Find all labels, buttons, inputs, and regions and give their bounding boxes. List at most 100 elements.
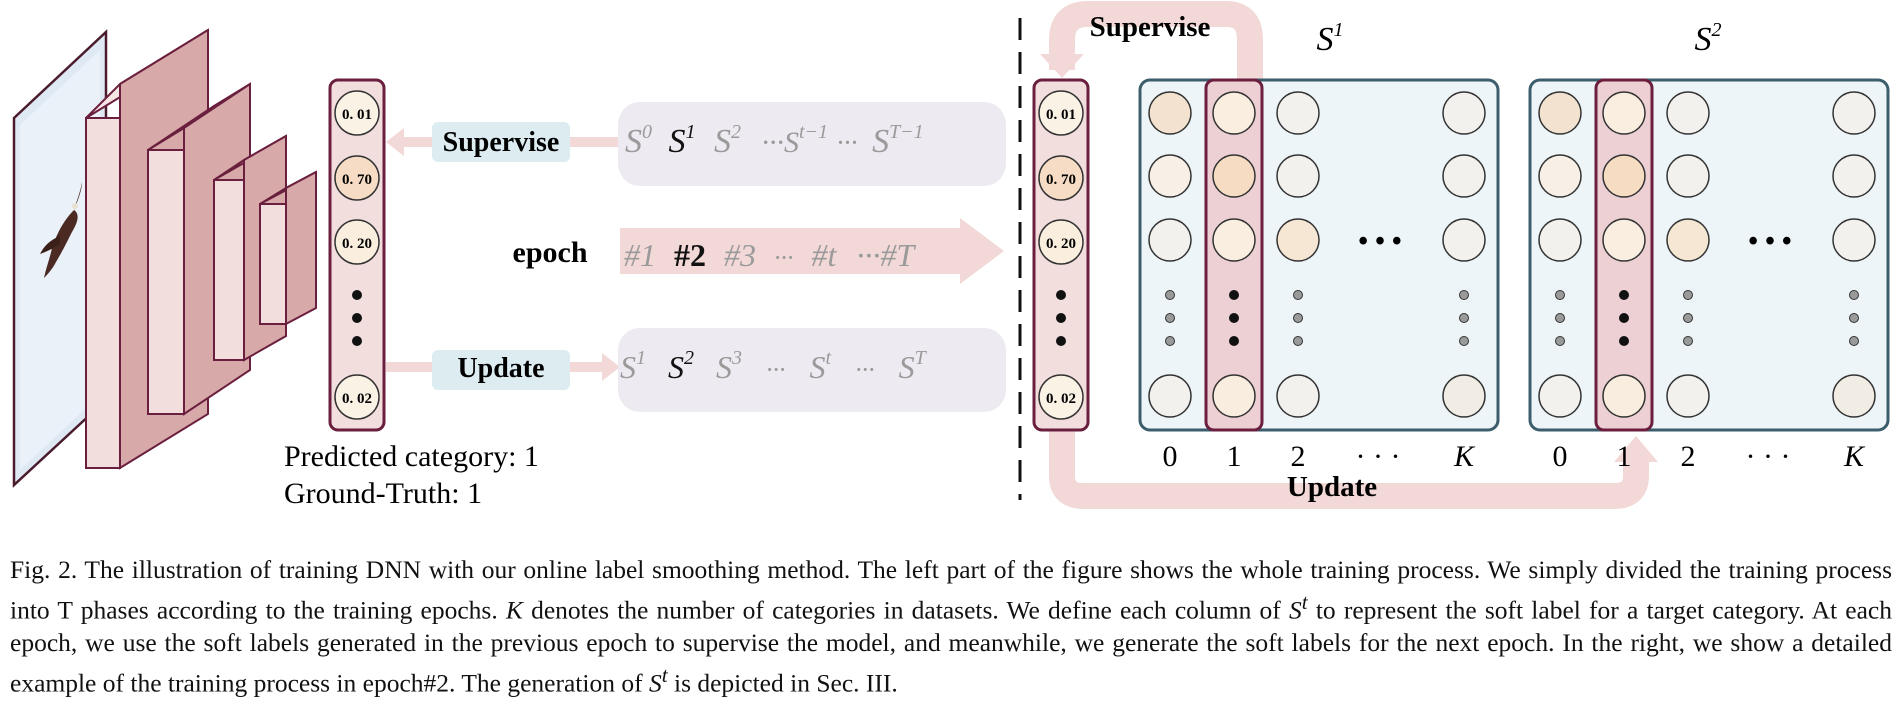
matrix-s1-cell: [1276, 154, 1320, 198]
matrix-s2-dot: [1555, 336, 1565, 346]
left-output-node-value: 0. 01: [342, 107, 372, 123]
svg-text:Update: Update: [1287, 471, 1377, 503]
matrix-s1-cell: [1212, 154, 1256, 198]
epoch-label: epoch: [513, 236, 588, 269]
left-update-label: Update: [432, 350, 570, 390]
svg-text:1: 1: [1227, 440, 1242, 473]
matrix-s1-cell: [1148, 218, 1192, 262]
matrix-s2-cell: [1666, 374, 1710, 418]
matrix-s1-dot: [1229, 290, 1239, 300]
svg-text:S1: S1: [1317, 19, 1344, 58]
matrix-s1-dot: [1459, 336, 1469, 346]
right-output-node-value: 0. 01: [1046, 107, 1076, 123]
matrix-s2-cell: [1538, 154, 1582, 198]
matrix-s2-dot: [1619, 290, 1629, 300]
left-supervise-label: Supervise: [432, 122, 570, 162]
matrix-s1-cell: [1276, 91, 1320, 135]
svg-text:K: K: [1453, 440, 1476, 473]
matrix1-col-labels: 0 1 2 · · · K: [1163, 440, 1476, 473]
matrix-s2-cell: [1602, 374, 1646, 418]
matrix-s2-dot: [1849, 336, 1859, 346]
matrix-s2-dot: [1683, 313, 1693, 323]
matrix-s2-dot: [1683, 290, 1693, 300]
matrix-s2-dot: [1619, 336, 1629, 346]
right-update-arrow: Update: [1049, 430, 1658, 509]
matrix2-col-labels: 0 1 2 · · · K: [1553, 440, 1866, 473]
right-output-node-value: 0. 20: [1046, 236, 1076, 252]
matrix-s2-dot: [1555, 313, 1565, 323]
matrix-s1-dot: [1459, 313, 1469, 323]
left-output-node: [334, 155, 380, 201]
matrix-s2-dot: [1683, 336, 1693, 346]
eagle-silhouette: [40, 182, 82, 278]
left-output-dot: [352, 336, 362, 346]
right-output-node: [1038, 219, 1084, 265]
right-output-node-value: 0. 70: [1046, 172, 1076, 188]
matrix-s1-cell: [1442, 91, 1486, 135]
matrix-s1-cell: [1212, 218, 1256, 262]
matrix-s2-cell: [1602, 154, 1646, 198]
svg-text:· · ·: · · ·: [1746, 440, 1791, 473]
matrix-s1-dot: [1165, 290, 1175, 300]
svg-text:1: 1: [1617, 440, 1632, 473]
matrix-s2-dot: [1555, 290, 1565, 300]
matrix-s1: S1 • • •: [1138, 19, 1500, 432]
supervise-sequence: S0 S1 S2 ···St−1 ··· ST−1: [618, 102, 1006, 186]
svg-text:S2: S2: [1695, 19, 1722, 58]
matrix-s1-cell: [1148, 91, 1192, 135]
right-supervise-arrow: Supervise: [1040, 1, 1263, 80]
right-output-node-value: 0. 02: [1046, 391, 1076, 407]
matrix-s2-cell: [1538, 91, 1582, 135]
matrix-s2-cell: [1832, 154, 1876, 198]
left-output-node: [334, 219, 380, 265]
matrix-s2-dot: [1619, 313, 1629, 323]
left-output-node: [334, 90, 380, 136]
matrix-s2-cell: [1666, 218, 1710, 262]
right-output-dot: [1056, 290, 1066, 300]
matrix-s1-cell: [1442, 218, 1486, 262]
right-output-vector: 0. 01 0. 70 0. 20 0. 02: [1032, 78, 1090, 432]
matrix-s2-cell: [1602, 218, 1646, 262]
left-output-node-value: 0. 70: [342, 172, 372, 188]
matrix-s1-dot: [1293, 336, 1303, 346]
input-image: [12, 29, 108, 488]
matrix-s2-cell: [1602, 91, 1646, 135]
matrix-s1-cell: [1148, 374, 1192, 418]
matrix-s1-dot: [1165, 336, 1175, 346]
update-sequence: S1 S2 S3 ··· St ··· ST: [618, 328, 1006, 412]
left-output-dot: [352, 290, 362, 300]
svg-text:S0 S1 S2 ···: S0 S1 S2 ···St−1 ··· ST−1: [625, 109, 924, 160]
matrix-s1-dot: [1229, 336, 1239, 346]
matrix-s1-dot: [1165, 313, 1175, 323]
matrix-s2-ellipsis: • • •: [1748, 226, 1791, 257]
matrix-s2: S2 • • •: [1528, 19, 1890, 432]
ground-truth: Ground-Truth: 1: [284, 477, 482, 510]
svg-text:2: 2: [1291, 440, 1306, 473]
svg-text:· · ·: · · ·: [1356, 440, 1401, 473]
left-output-dot: [352, 313, 362, 323]
matrix-s1-dot: [1293, 290, 1303, 300]
svg-text:Supervise: Supervise: [443, 127, 560, 158]
matrix-s2-cell: [1538, 374, 1582, 418]
left-output-node-value: 0. 02: [342, 391, 372, 407]
right-output-dot: [1056, 313, 1066, 323]
matrix-s1-dot: [1293, 313, 1303, 323]
figure-caption: Fig. 2. The illustration of training DNN…: [10, 555, 1892, 697]
right-output-node: [1038, 374, 1084, 420]
cnn-layers: [85, 28, 317, 470]
matrix-s1-cell: [1442, 374, 1486, 418]
matrix-s2-cell: [1666, 154, 1710, 198]
right-output-node: [1038, 155, 1084, 201]
svg-text:#1 #2 #3 ···: #1 #2 #3 ··· #t ···#T: [624, 237, 916, 273]
matrix-s1-cell: [1212, 374, 1256, 418]
matrix-s2-cell: [1832, 374, 1876, 418]
matrix-s1-dot: [1459, 290, 1469, 300]
left-output-node: [334, 374, 380, 420]
epoch-arrow: #1 #2 #3 ··· #t ···#T: [620, 218, 1004, 284]
matrix-s2-dot: [1849, 313, 1859, 323]
matrix-s1-cell: [1276, 218, 1320, 262]
matrix-s1-cell: [1148, 154, 1192, 198]
svg-text:2: 2: [1681, 440, 1696, 473]
predicted-category: Predicted category: 1: [284, 440, 539, 473]
matrix-s1-cell: [1442, 154, 1486, 198]
